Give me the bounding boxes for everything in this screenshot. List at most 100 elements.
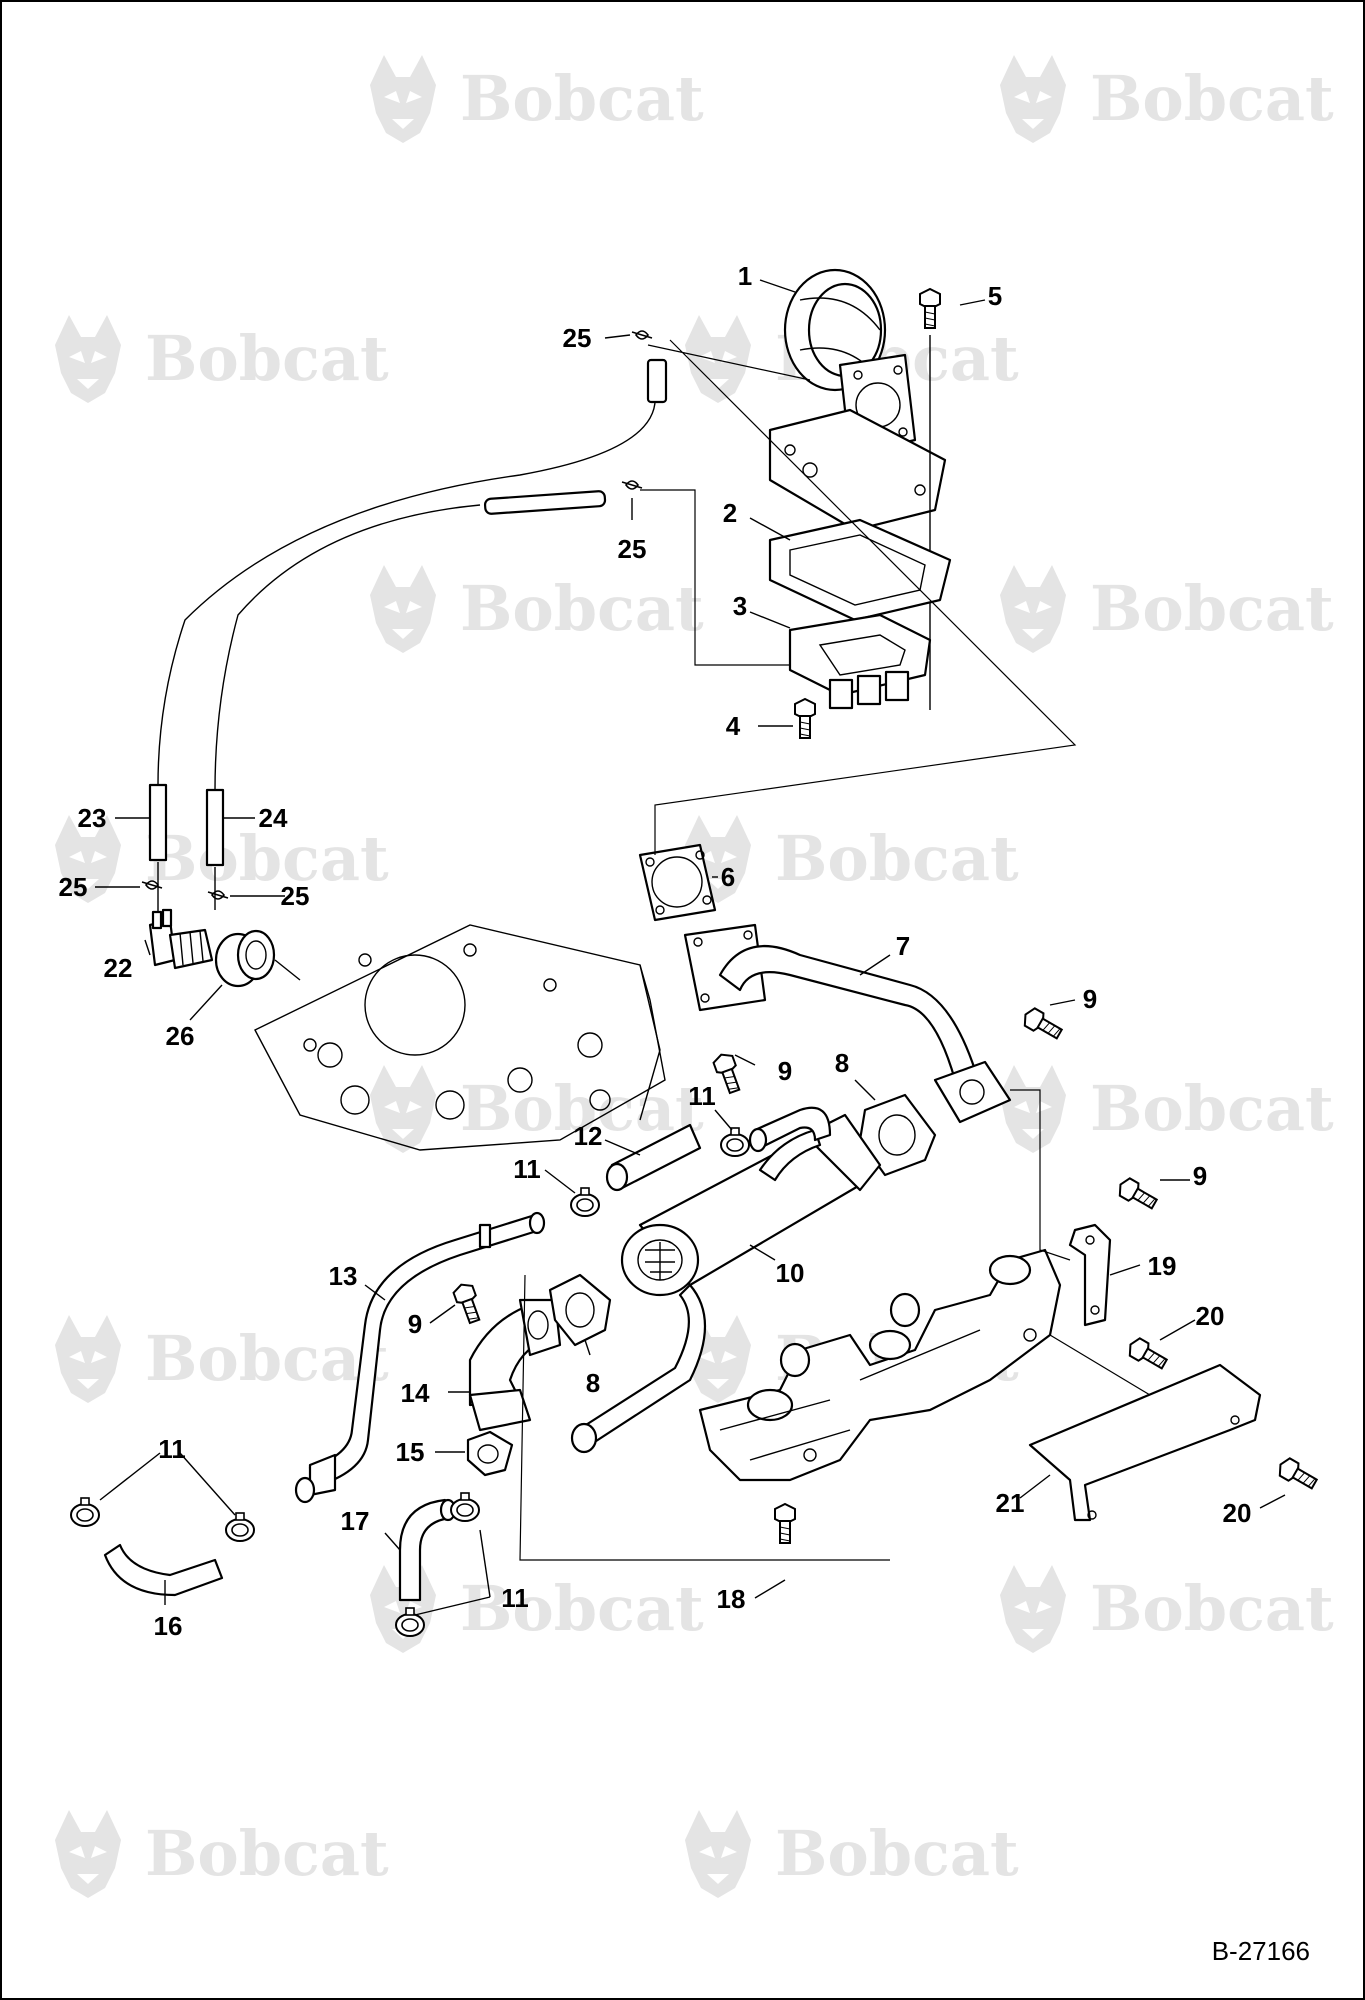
callout-1: 1 bbox=[738, 261, 752, 291]
adapter-3 bbox=[788, 613, 932, 710]
elbow-14 bbox=[468, 1298, 562, 1432]
exhaust-manifold bbox=[698, 1248, 1062, 1482]
clamp-11c bbox=[70, 1497, 100, 1527]
pipe-7 bbox=[683, 923, 1012, 1124]
watermark-text: Bobcat bbox=[460, 1072, 704, 1145]
callout-22: 22 bbox=[104, 953, 133, 983]
alignment-lines bbox=[519, 339, 1151, 1561]
callout-11: 11 bbox=[513, 1154, 541, 1184]
hose-23 bbox=[148, 783, 168, 862]
gasket-2 bbox=[768, 518, 952, 622]
bolt-9c bbox=[450, 1280, 485, 1326]
callout-9: 9 bbox=[778, 1056, 792, 1086]
callout-13: 13 bbox=[329, 1261, 358, 1291]
watermark-15: Bobcat bbox=[55, 1810, 389, 1898]
bolt-9a bbox=[1019, 1004, 1066, 1044]
hose-upper-elbow bbox=[748, 1106, 832, 1153]
callout-12: 12 bbox=[574, 1121, 603, 1151]
callout-8: 8 bbox=[586, 1368, 600, 1398]
hose-12 bbox=[605, 1123, 702, 1192]
watermark-text: Bobcat bbox=[1090, 1572, 1334, 1645]
callout-17: 17 bbox=[341, 1506, 370, 1536]
gasket-6 bbox=[638, 843, 717, 922]
callout-18: 18 bbox=[717, 1584, 746, 1614]
callout-24: 24 bbox=[259, 803, 288, 833]
egr-cooler-10 bbox=[570, 1113, 882, 1454]
clamp-11b bbox=[570, 1187, 600, 1217]
callout-15: 15 bbox=[396, 1437, 425, 1467]
watermark-text: Bobcat bbox=[145, 1322, 389, 1395]
watermark-5: Bobcat bbox=[370, 565, 704, 653]
callout-4: 4 bbox=[726, 711, 741, 741]
watermark-text: Bobcat bbox=[460, 1572, 704, 1645]
watermark-text: Bobcat bbox=[1090, 572, 1334, 645]
watermark-text: Bobcat bbox=[775, 1817, 1019, 1890]
pipe-13 bbox=[294, 1211, 546, 1504]
callout-21: 21 bbox=[996, 1488, 1025, 1518]
bolt-18 bbox=[774, 1503, 796, 1544]
bolt-20a bbox=[1124, 1334, 1171, 1374]
callout-20: 20 bbox=[1196, 1301, 1225, 1331]
watermark-14: Bobcat bbox=[1000, 1565, 1334, 1653]
callout-25: 25 bbox=[281, 881, 310, 911]
bolt-9d bbox=[1114, 1174, 1161, 1214]
clip-25b bbox=[621, 480, 643, 490]
callout-25: 25 bbox=[59, 872, 88, 902]
callout-19: 19 bbox=[1148, 1251, 1177, 1281]
callout-9: 9 bbox=[408, 1309, 422, 1339]
vacuum-hose-lines bbox=[141, 330, 668, 915]
watermark-text: Bobcat bbox=[775, 822, 1019, 895]
engine-block-outline bbox=[254, 924, 666, 1151]
watermark-text: Bobcat bbox=[145, 822, 389, 895]
watermark-3: Bobcat bbox=[55, 315, 389, 403]
clamp-11e bbox=[450, 1492, 480, 1522]
callout-20: 20 bbox=[1223, 1498, 1252, 1528]
callout-25: 25 bbox=[563, 323, 592, 353]
callout-6: 6 bbox=[721, 862, 735, 892]
callout-9: 9 bbox=[1193, 1161, 1207, 1191]
gasket-8-lower bbox=[548, 1273, 612, 1347]
clamp-11d bbox=[225, 1512, 255, 1542]
bolt-4 bbox=[794, 698, 816, 739]
sensor-22 bbox=[148, 908, 214, 970]
callout-11: 11 bbox=[688, 1081, 716, 1111]
watermark-7: Bobcat bbox=[55, 815, 389, 903]
watermark-text: Bobcat bbox=[460, 62, 704, 135]
leader-lines bbox=[95, 279, 1286, 1616]
watermark-text: Bobcat bbox=[460, 572, 704, 645]
callout-11: 11 bbox=[501, 1583, 529, 1613]
callouts: 1 5 25 25 2 3 4 23 24 25 25 6 7 22 26 9 … bbox=[59, 261, 1252, 1641]
callout-16: 16 bbox=[154, 1611, 183, 1641]
hose-24 bbox=[205, 788, 225, 867]
callout-2: 2 bbox=[723, 498, 737, 528]
hose-stub-top bbox=[646, 358, 668, 404]
watermark-11: Bobcat bbox=[55, 1315, 389, 1403]
callout-14: 14 bbox=[401, 1378, 430, 1408]
callout-9: 9 bbox=[1083, 984, 1097, 1014]
bolt-20b bbox=[1274, 1454, 1321, 1494]
callout-3: 3 bbox=[733, 591, 747, 621]
document-id: B-27166 bbox=[1212, 1936, 1310, 1966]
clip-25a bbox=[631, 330, 653, 340]
callout-11: 11 bbox=[158, 1434, 186, 1464]
egr-valve bbox=[768, 268, 947, 532]
gasket-15 bbox=[466, 1430, 514, 1477]
callout-25: 25 bbox=[618, 534, 647, 564]
hose-16 bbox=[103, 1543, 224, 1597]
watermark-9: Bobcat bbox=[370, 1065, 704, 1153]
callout-26: 26 bbox=[166, 1021, 195, 1051]
watermark-text: Bobcat bbox=[145, 322, 389, 395]
watermark-text: Bobcat bbox=[145, 1817, 389, 1890]
watermark-8: Bobcat bbox=[685, 815, 1019, 903]
watermark-text: Bobcat bbox=[1090, 1072, 1334, 1145]
callout-10: 10 bbox=[776, 1258, 805, 1288]
callout-23: 23 bbox=[78, 803, 107, 833]
watermark-6: Bobcat bbox=[1000, 565, 1334, 653]
watermark-10: Bobcat bbox=[1000, 1065, 1334, 1153]
hose-sleeve bbox=[483, 490, 607, 515]
bracket-21 bbox=[1028, 1363, 1262, 1522]
watermark-text: Bobcat bbox=[1090, 62, 1334, 135]
clamp-11a bbox=[720, 1127, 750, 1157]
watermark-1: Bobcat bbox=[370, 55, 704, 143]
